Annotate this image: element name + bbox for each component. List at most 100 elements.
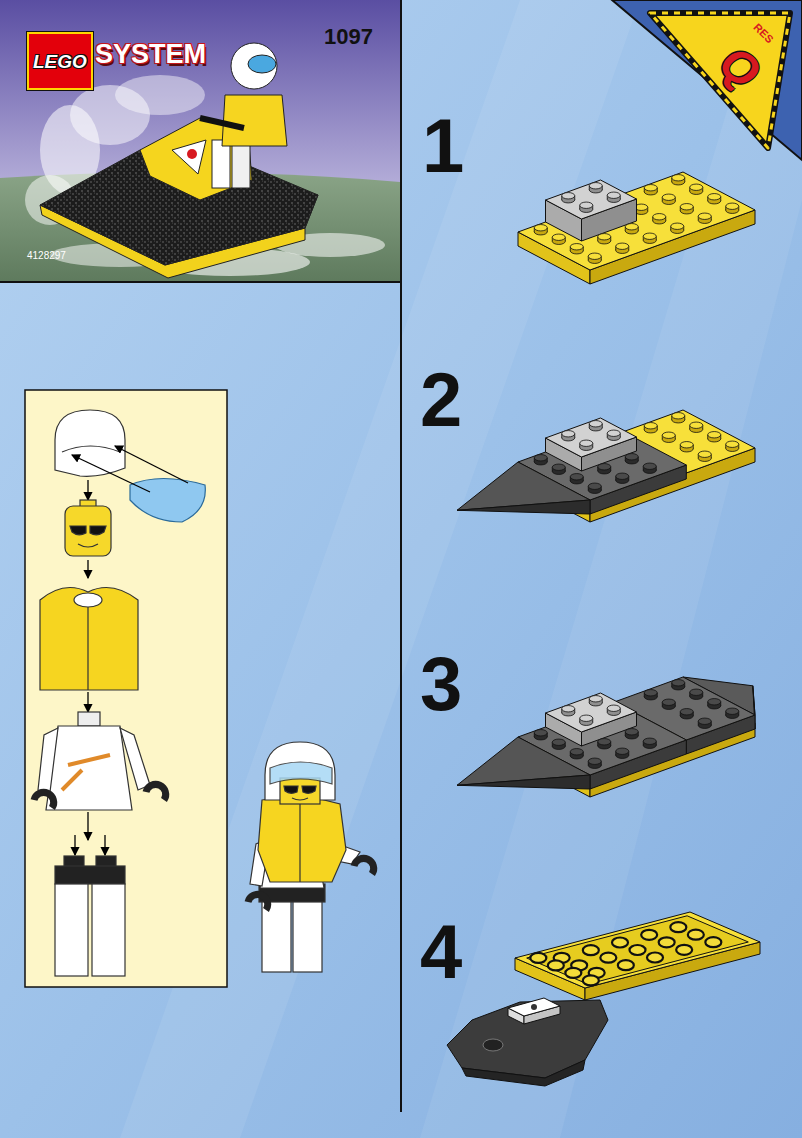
frame-lines-part	[0, 281, 401, 283]
torso-part	[34, 792, 54, 808]
res-q-corner-part	[612, 0, 802, 160]
rider-part	[231, 43, 277, 89]
stud	[625, 224, 638, 234]
stud	[616, 748, 629, 758]
assembly-arrows-part	[87, 692, 88, 712]
head-part	[65, 506, 111, 556]
stud-part	[672, 175, 685, 181]
torso-part	[38, 728, 58, 792]
stud-part	[680, 709, 693, 715]
stud-part	[580, 202, 593, 208]
stud-part	[570, 474, 583, 480]
stud-part	[726, 708, 739, 714]
step-2-model	[457, 410, 755, 522]
underside-tube	[659, 937, 675, 947]
underside-tube	[647, 953, 663, 963]
rider-part	[248, 55, 276, 73]
stud	[690, 689, 703, 699]
stud	[552, 234, 565, 244]
stud	[598, 739, 611, 749]
stud-part	[698, 451, 711, 457]
legs	[55, 856, 125, 976]
helmet-part	[62, 446, 120, 452]
minifig-panel-part	[25, 390, 227, 987]
stud-part	[644, 690, 657, 696]
hull-hole	[483, 1039, 503, 1051]
box-art	[0, 0, 400, 282]
torso-part	[146, 784, 166, 800]
stud-part	[589, 696, 602, 702]
stud-part	[671, 223, 684, 229]
rider-part	[232, 140, 250, 188]
underside-tube	[630, 945, 646, 955]
stud-part	[588, 758, 601, 764]
stud	[671, 223, 684, 233]
visor	[130, 479, 205, 523]
res-q-corner-part	[650, 13, 790, 148]
stud	[680, 709, 693, 719]
booklet-code: 4128297	[27, 251, 66, 261]
stud	[643, 463, 656, 473]
stud-part	[644, 423, 657, 429]
stud-part	[690, 184, 703, 190]
res-q-corner	[612, 0, 802, 160]
stud-part	[552, 464, 565, 470]
stud-part	[562, 193, 575, 199]
step-number: 3	[420, 646, 462, 722]
stud	[598, 234, 611, 244]
stud-part	[726, 441, 739, 447]
stud-part	[708, 194, 721, 200]
stud	[625, 454, 638, 464]
underside-tube	[583, 945, 599, 955]
assembly-arrows-part	[104, 835, 105, 855]
assembled-minifig	[248, 742, 374, 972]
rider-part	[222, 95, 287, 146]
stud-part	[625, 454, 638, 460]
head-part	[78, 544, 98, 547]
stud-part	[580, 440, 593, 446]
underside-tube	[583, 975, 599, 985]
stud	[589, 421, 602, 431]
stud	[726, 203, 739, 213]
stud-part	[726, 203, 739, 209]
stud-part	[625, 729, 638, 735]
stud-part	[672, 413, 685, 419]
underside-tube	[705, 937, 721, 947]
torso-part	[62, 755, 110, 790]
minifig-panel	[25, 390, 227, 987]
step-4-model	[447, 912, 760, 1086]
stud-part	[598, 739, 611, 745]
brand-logo-box: LEGO	[27, 32, 93, 90]
plate-recess	[527, 916, 749, 984]
assembled-minifig-part	[280, 778, 320, 804]
stud-part	[653, 214, 666, 220]
stud-part	[570, 749, 583, 755]
stud	[589, 696, 602, 706]
underside-tube	[530, 953, 546, 963]
frame-lines	[0, 0, 401, 1112]
assembled-minifig-part	[258, 794, 346, 882]
stud	[607, 192, 620, 202]
brand-system: SYSTEM	[95, 41, 206, 68]
page-background-part	[420, 0, 802, 1138]
stud	[708, 194, 721, 204]
stud	[616, 243, 629, 253]
stud	[607, 430, 620, 440]
stud-part	[690, 422, 703, 428]
jet-ski-part	[187, 149, 197, 159]
stud-part	[589, 183, 602, 189]
stud	[644, 185, 657, 195]
stud-part	[643, 463, 656, 469]
torso-part	[78, 712, 100, 726]
stud	[672, 175, 685, 185]
stud	[534, 455, 547, 465]
stud-part	[607, 430, 620, 436]
stud-part	[690, 689, 703, 695]
assembled-minifig-part	[262, 900, 291, 972]
assembled-minifig-part	[293, 900, 322, 972]
life-vest-part	[40, 588, 138, 691]
stud	[552, 464, 565, 474]
